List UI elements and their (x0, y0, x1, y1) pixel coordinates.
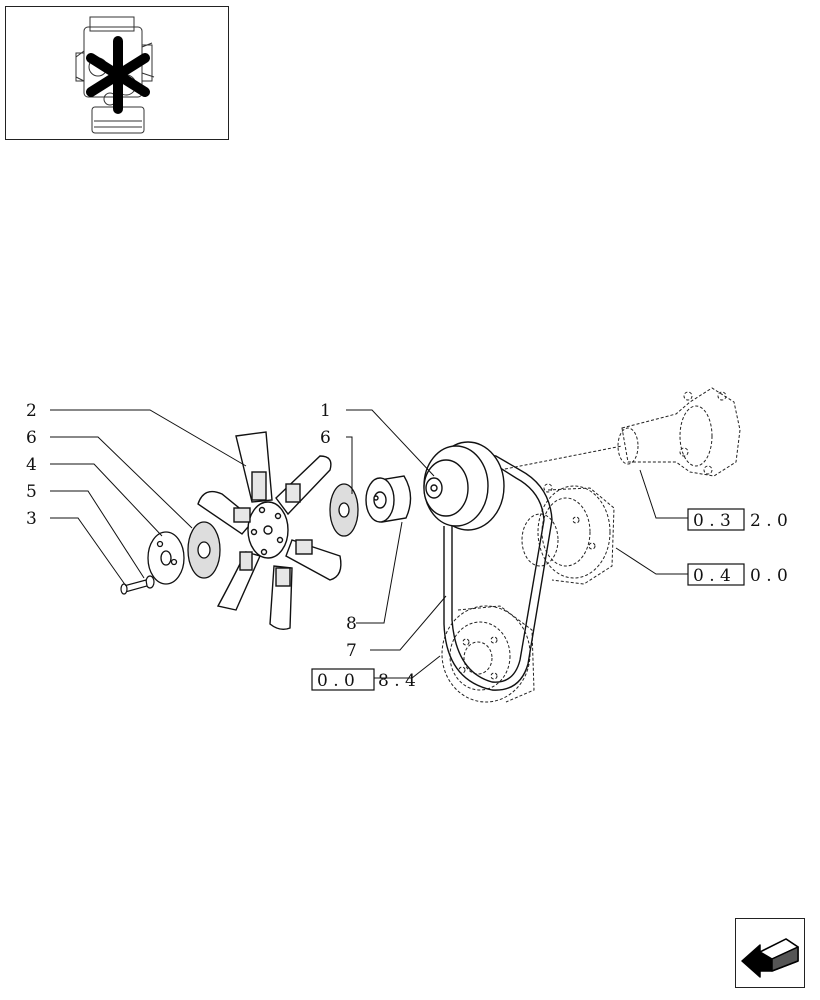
ref-rest-text: 2 . 0 (750, 511, 788, 531)
engine-asterisk-icon (75, 16, 155, 134)
back-navigation-button[interactable] (735, 918, 805, 988)
callout-7: 7 (346, 641, 357, 661)
ref-032-20[interactable]: 0 . 3 2 . 0 (687, 508, 788, 531)
crank-pulley-phantom (441, 605, 535, 703)
back-arrow-icon (741, 938, 799, 978)
ref-boxed-text: 0 . 4 (693, 566, 731, 586)
retaining-plate (147, 531, 185, 585)
bolt (120, 579, 148, 595)
callout-4: 4 (26, 455, 37, 475)
ref-boxed-text: 0 . 3 (693, 511, 731, 531)
spacer (365, 475, 412, 523)
water-pump-phantom (499, 387, 741, 477)
callout-3: 3 (26, 509, 37, 529)
fan-pulley (423, 441, 505, 531)
callout-8: 8 (346, 614, 357, 634)
callout-1: 1 (320, 401, 331, 421)
ref-rest-text: 8 . 4 (378, 671, 416, 691)
ref-rest-text: 0 . 0 (750, 566, 788, 586)
callout-2: 2 (26, 401, 37, 421)
spacer-plate-left (187, 521, 221, 579)
callout-6-left: 6 (26, 428, 37, 448)
ref-box (311, 668, 375, 691)
ref-boxed-text: 0 . 0 (317, 671, 355, 691)
cooling-fan (197, 431, 342, 631)
ref-box (687, 508, 745, 531)
ref-040-00[interactable]: 0 . 4 0 . 0 (687, 563, 788, 586)
callout-6-right: 6 (320, 428, 331, 448)
ref-008-40[interactable]: 0 . 0 8 . 4 (311, 668, 416, 691)
leader-lines (50, 409, 688, 679)
callout-5: 5 (26, 482, 37, 502)
ref-box (687, 563, 745, 586)
engine-thumbnail (5, 6, 229, 140)
spacer-plate-right (329, 483, 359, 537)
